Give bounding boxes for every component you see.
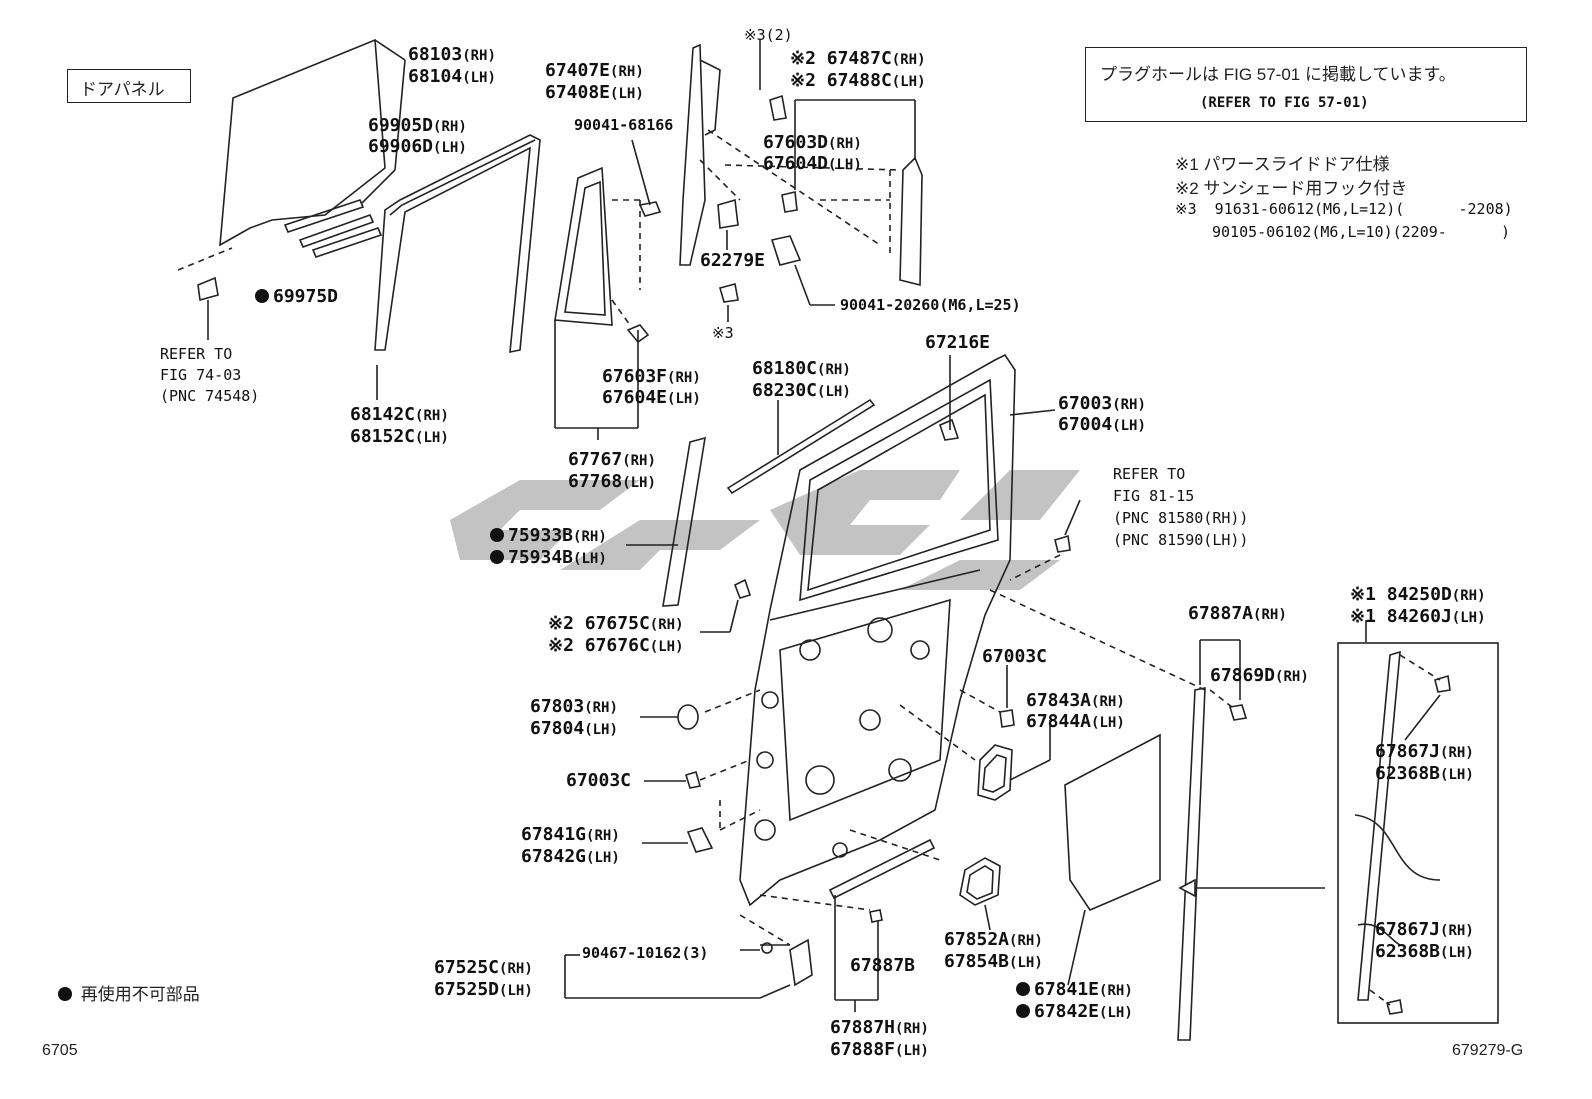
part-67841G[interactable]: 67841G(RH) <box>521 824 620 845</box>
part-84260J[interactable]: ※1 84260J(LH) <box>1350 606 1486 627</box>
ref-74-03-line3: (PNC 74548) <box>160 387 260 405</box>
part-67604E[interactable]: 67604E(LH) <box>602 387 701 408</box>
part-67869D[interactable]: 67869D(RH) <box>1210 665 1309 686</box>
part-67803[interactable]: 67803(RH) <box>530 696 618 717</box>
part-67887A[interactable]: 67887A(RH) <box>1188 603 1287 624</box>
part-84250D[interactable]: ※1 84250D(RH) <box>1350 584 1486 605</box>
part-68142C[interactable]: 68142C(RH) <box>350 404 449 425</box>
asterisk3-mid: ※3 <box>712 324 734 342</box>
part-67854B[interactable]: 67854B(LH) <box>944 951 1043 972</box>
footer-right-code: 679279-G <box>1452 1042 1524 1059</box>
note-1: ※1 パワースライドドア仕様 <box>1175 155 1390 174</box>
notice-box <box>1085 47 1527 122</box>
part-67408E[interactable]: 67408E(LH) <box>545 82 644 103</box>
part-67003[interactable]: 67003(RH) <box>1058 393 1146 414</box>
part-67767[interactable]: 67767(RH) <box>568 449 656 470</box>
not-reusable-icon <box>490 528 504 542</box>
ref-81-15-line1: REFER TO <box>1113 465 1186 483</box>
part-67525D[interactable]: 67525D(LH) <box>434 979 533 1000</box>
part-68103[interactable]: 68103(RH) <box>408 44 496 65</box>
part-69906D[interactable]: 69906D(LH) <box>368 136 467 157</box>
part-67888F[interactable]: 67888F(LH) <box>830 1039 929 1060</box>
part-67487C[interactable]: ※2 67487C(RH) <box>790 48 926 69</box>
part-67675C[interactable]: ※2 67675C(RH) <box>548 613 684 634</box>
door-glass <box>219 38 386 247</box>
part-90041-20260[interactable]: 90041-20260(M6,L=25) <box>840 296 1021 314</box>
part-90467-10162[interactable]: 90467-10162(3) <box>582 944 709 962</box>
part-68180C[interactable]: 68180C(RH) <box>752 358 851 379</box>
part-62279E[interactable]: 62279E <box>700 250 766 271</box>
part-68152C[interactable]: 68152C(LH) <box>350 426 449 447</box>
not-reusable-icon <box>490 550 504 564</box>
not-reusable-icon <box>1016 982 1030 996</box>
part-67867J-upper[interactable]: 67867J(RH) <box>1375 741 1474 762</box>
door-panel-box <box>67 69 191 103</box>
part-67003C-right[interactable]: 67003C <box>982 646 1048 667</box>
ref-81-15-line3: (PNC 81580(RH)) <box>1113 509 1249 527</box>
part-69975D[interactable]: 69975D <box>255 286 338 308</box>
asterisk3-top: ※3(2) <box>744 26 793 44</box>
not-reusable-icon <box>255 289 269 303</box>
part-67842G[interactable]: 67842G(LH) <box>521 846 620 867</box>
part-67004[interactable]: 67004(LH) <box>1058 414 1146 435</box>
ref-81-15-line2: FIG 81-15 <box>1113 487 1195 505</box>
part-62368B-upper[interactable]: 62368B(LH) <box>1375 763 1474 784</box>
part-67488C[interactable]: ※2 67488C(LH) <box>790 70 926 91</box>
part-68230C[interactable]: 68230C(LH) <box>752 380 851 401</box>
part-67844A[interactable]: 67844A(LH) <box>1026 711 1125 732</box>
legend-not-reusable: 再使用不可部品 <box>58 980 200 1005</box>
part-67852A[interactable]: 67852A(RH) <box>944 929 1043 950</box>
part-67843A[interactable]: 67843A(RH) <box>1026 690 1125 711</box>
part-67525C[interactable]: 67525C(RH) <box>434 957 533 978</box>
part-62368B-lower[interactable]: 62368B(LH) <box>1375 941 1474 962</box>
notice-line-1: プラグホールは FIG 57-01 に掲載しています。 <box>1100 65 1456 84</box>
part-67841E[interactable]: 67841E(RH) <box>1016 979 1133 1002</box>
note-2: ※2 サンシェード用フック付き <box>1175 179 1408 198</box>
part-67407E[interactable]: 67407E(RH) <box>545 60 644 81</box>
part-67768[interactable]: 67768(LH) <box>568 471 656 492</box>
part-67003C-left[interactable]: 67003C <box>566 770 632 791</box>
part-90041-68166[interactable]: 90041-68166 <box>574 116 674 134</box>
door-panel-label: ドアパネル <box>80 80 165 99</box>
part-67216E[interactable]: 67216E <box>925 332 991 353</box>
part-75933B[interactable]: 75933B(RH) <box>490 525 607 548</box>
ref-74-03-line2: FIG 74-03 <box>160 366 242 384</box>
ref-74-03-line1: REFER TO <box>160 345 233 363</box>
part-67887H[interactable]: 67887H(RH) <box>830 1017 929 1038</box>
ref-81-15-line4: (PNC 81590(LH)) <box>1113 531 1249 549</box>
part-75934B[interactable]: 75934B(LH) <box>490 547 607 570</box>
part-67867J-lower[interactable]: 67867J(RH) <box>1375 919 1474 940</box>
note-3a: ※3 91631-60612(M6,L=12)( -2208) <box>1175 200 1513 218</box>
part-67887B[interactable]: 67887B <box>850 955 916 976</box>
part-69905D[interactable]: 69905D(RH) <box>368 115 467 136</box>
not-reusable-icon <box>58 987 72 1001</box>
door-panel-shape <box>739 353 1016 907</box>
not-reusable-icon <box>1016 1004 1030 1018</box>
part-67842E[interactable]: 67842E(LH) <box>1016 1001 1133 1024</box>
note-3b: 90105-06102(M6,L=10)(2209- ) <box>1212 223 1511 241</box>
part-67604D[interactable]: 67604D(LH) <box>763 153 862 174</box>
footer-left-code: 6705 <box>42 1042 78 1059</box>
part-67603F[interactable]: 67603F(RH) <box>602 366 701 387</box>
part-67603D[interactable]: 67603D(RH) <box>763 132 862 153</box>
part-67804[interactable]: 67804(LH) <box>530 718 618 739</box>
notice-line-2: (REFER TO FIG 57-01) <box>1200 95 1369 111</box>
part-67676C[interactable]: ※2 67676C(LH) <box>548 635 684 656</box>
part-68104[interactable]: 68104(LH) <box>408 66 496 87</box>
